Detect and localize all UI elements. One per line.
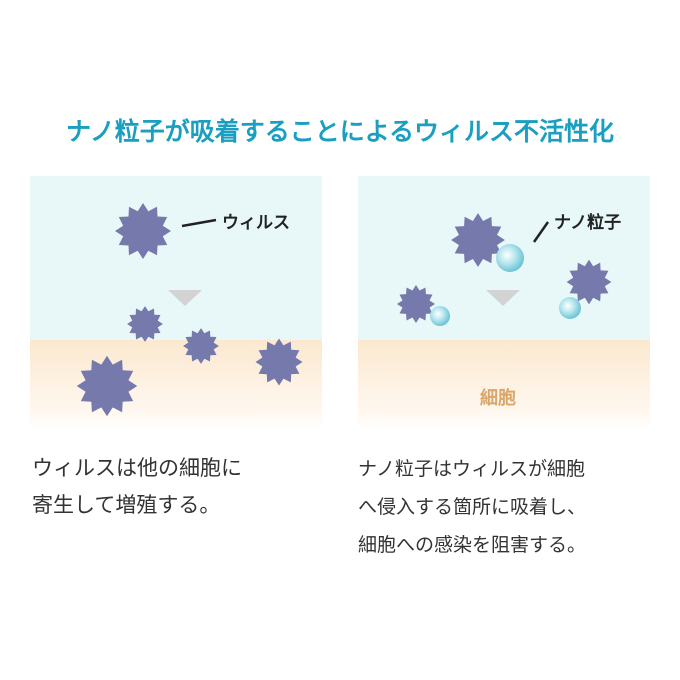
nanoparticle-icon xyxy=(430,306,450,326)
right-panel: ナノ粒子 細胞 xyxy=(358,176,650,430)
virus-illustration xyxy=(76,203,303,417)
left-caption: ウィルスは他の細胞に寄生して増殖する。 xyxy=(32,456,242,517)
left-panel: ウィルス xyxy=(30,176,322,430)
virus-icon xyxy=(451,213,505,267)
down-arrow-icon xyxy=(486,290,520,306)
virus-icon xyxy=(76,355,138,417)
virus-icon xyxy=(566,259,612,305)
diagram-title: ナノ粒子が吸着することによるウィルス不活性化 xyxy=(65,117,614,146)
virus-icon xyxy=(183,328,219,364)
nanoparticle-icon xyxy=(559,297,581,319)
virus-icon xyxy=(397,285,435,323)
virus-icon xyxy=(127,306,163,342)
right-caption: ナノ粒子はウィルスが細胞へ侵入する箇所に吸着し、細胞への感染を阻害する。 xyxy=(358,458,587,556)
nanoparticle-illustration xyxy=(397,213,612,326)
virus-icon xyxy=(255,338,303,386)
virus-label: ウィルス xyxy=(222,213,290,233)
nanoparticle-label: ナノ粒子 xyxy=(554,213,622,233)
down-arrow-icon xyxy=(168,290,202,306)
cell-label: 細胞 xyxy=(480,388,516,409)
virus-icon xyxy=(115,203,171,259)
nanoparticle-icon xyxy=(496,244,524,272)
cell-area xyxy=(358,340,650,430)
extracellular-area xyxy=(30,176,322,340)
